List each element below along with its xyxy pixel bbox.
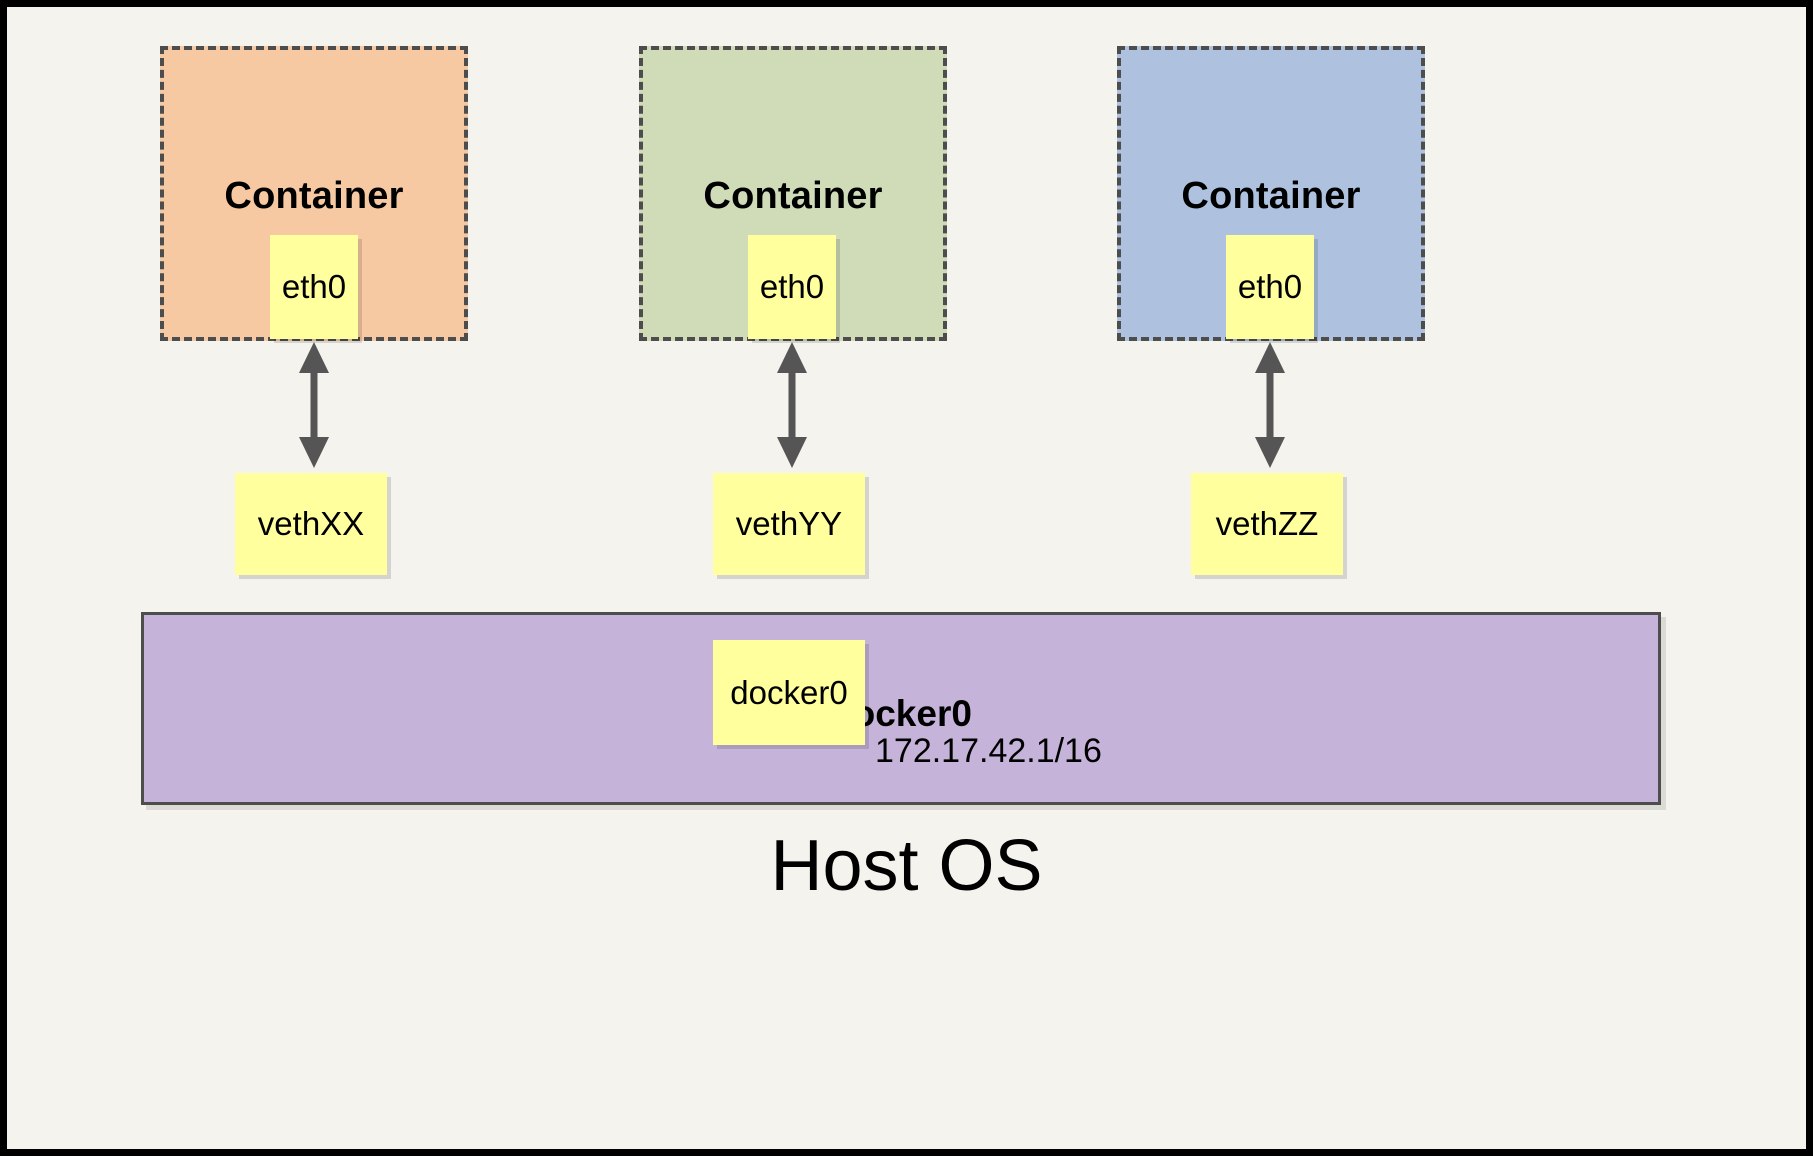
docker0-ip-label: 172.17.42.1/16 — [875, 732, 1102, 770]
docker0-interface-box: docker0 — [713, 640, 865, 745]
veth-link-arrow-1 — [299, 342, 329, 468]
container-eth0-box-3: eth0 — [1226, 235, 1314, 339]
container-eth0-label-1: eth0 — [281, 268, 347, 305]
diagram-canvas: Container eth0 Container eth0 Container … — [7, 7, 1806, 1149]
veth-box-3: vethZZ — [1191, 473, 1343, 575]
veth-link-arrow-3 — [1255, 342, 1285, 468]
container-title-2: Container — [703, 175, 883, 217]
veth-label-1: vethXX — [257, 505, 365, 542]
container-eth0-label-3: eth0 — [1237, 268, 1303, 305]
veth-link-arrow-2 — [777, 342, 807, 468]
docker0-bridge-bar — [141, 612, 1661, 805]
container-eth0-label-2: eth0 — [759, 268, 825, 305]
container-title-1: Container — [224, 175, 404, 217]
container-title-3: Container — [1181, 175, 1361, 217]
docker0-interface-label: docker0 — [730, 673, 848, 711]
veth-label-2: vethYY — [735, 505, 843, 542]
container-eth0-box-1: eth0 — [270, 235, 358, 339]
veth-label-3: vethZZ — [1215, 505, 1319, 542]
host-os-label: Host OS — [770, 826, 1043, 906]
veth-box-1: vethXX — [235, 473, 387, 575]
docker0-bridge-label: docker0 — [830, 693, 972, 734]
veth-box-2: vethYY — [713, 473, 865, 575]
container-eth0-box-2: eth0 — [748, 235, 836, 339]
